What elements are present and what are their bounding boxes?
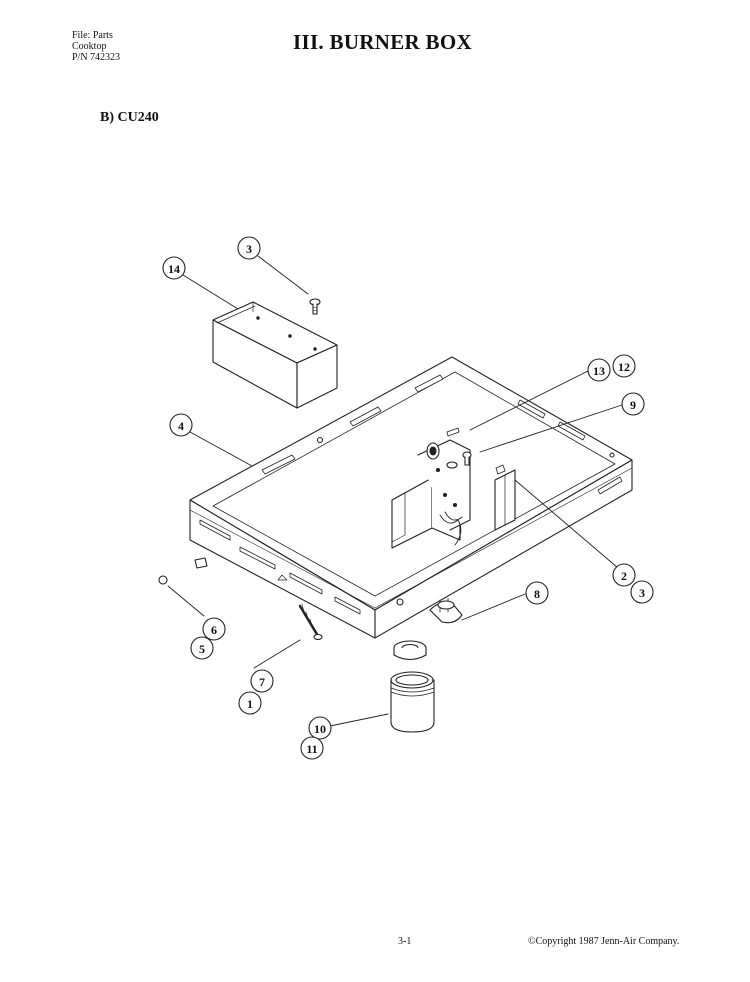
part-14-cover-box [212,301,338,409]
part-10-11-jar [390,671,435,733]
callout-3-top: 3 [246,242,252,256]
callout-13: 13 [593,364,605,378]
part-7-1-long-screw [298,603,323,641]
callout-circle-4 [169,413,193,437]
callout-circle-5 [190,636,214,660]
callout-1: 1 [247,697,253,711]
leader-lines [167,255,623,727]
callout-circle-1 [238,691,262,715]
part-3-screw-top [309,298,321,315]
part-number-line: P/N 742323 [72,52,121,63]
callout-circle-13 [587,358,611,382]
section-title: B) CU240 [100,110,159,125]
callout-10: 10 [314,722,326,736]
category-line: Cooktop [72,41,107,52]
page-number: 3-1 [398,936,412,947]
copyright-notice: ©Copyright 1987 Jenn-Air Company. [528,936,680,947]
part-8-orifice-assembly [429,597,463,624]
callout-12: 12 [618,360,630,374]
file-line: File: Parts [72,30,113,41]
callout-6: 6 [211,623,217,637]
callout-9: 9 [630,398,636,412]
callout-circle-10 [308,716,332,740]
callout-circle-14 [162,256,186,280]
callout-circle-8 [525,581,549,605]
callout-7: 7 [259,675,265,689]
callout-11: 11 [306,742,317,756]
callout-circle-6 [202,617,226,641]
file-info: File: Parts Cooktop P/N 742323 [72,30,120,63]
callout-3-right: 3 [639,586,645,600]
callout-circle-12 [612,354,636,378]
callout-circle-11 [300,736,324,760]
part-6-5-nut-bolt [158,557,208,585]
callout-circle-3-top [237,236,261,260]
callout-5: 5 [199,642,205,656]
callout-circle-7 [250,669,274,693]
callout-circle-2 [612,563,636,587]
callout-14: 14 [168,262,180,276]
part-4-burner-box-tray [189,356,633,639]
burner-bracket-assembly [391,427,516,549]
callout-circle-3-right [630,580,654,604]
burner-grommet [393,640,427,661]
callout-2: 2 [621,569,627,583]
callout-circles [162,236,654,760]
page-title: III. BURNER BOX [293,30,472,54]
callout-4: 4 [178,419,184,433]
callout-circle-9 [621,392,645,416]
callout-8: 8 [534,587,540,601]
callout-numbers: 3 14 4 13 12 9 2 3 8 6 5 7 1 10 11 [168,242,645,756]
